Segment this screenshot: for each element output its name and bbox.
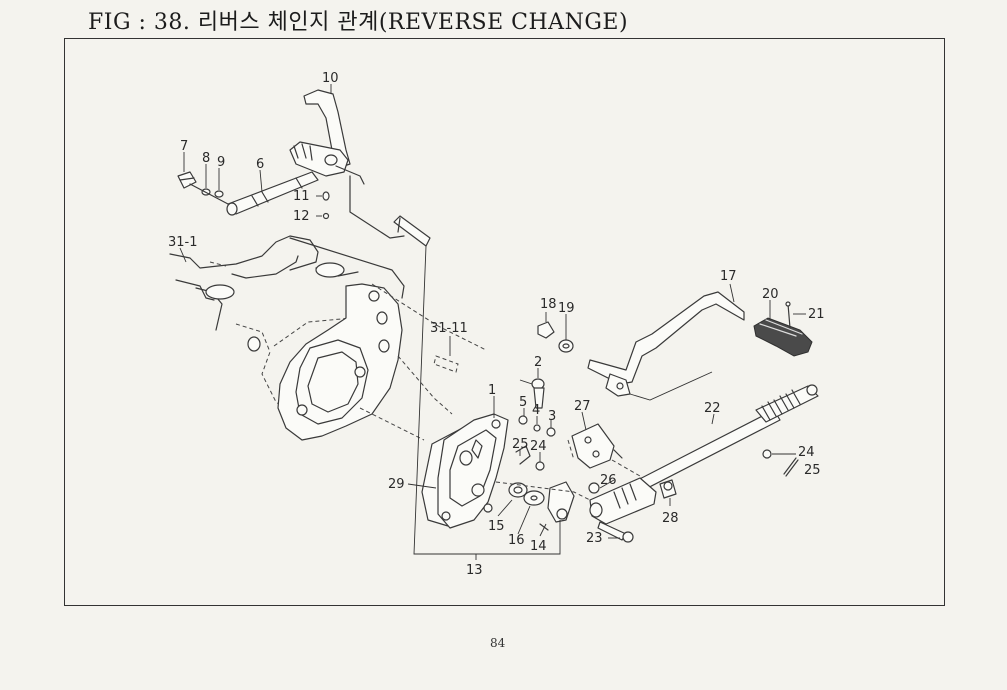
callout-22: 22 xyxy=(704,401,721,416)
part-6-shaft xyxy=(189,171,319,216)
part-20-pedal-pad xyxy=(753,317,813,357)
callout-27: 27 xyxy=(574,399,591,414)
part-19-washer xyxy=(558,339,574,353)
part-27-bracket xyxy=(571,423,623,469)
part-24-washer-lower xyxy=(762,449,772,459)
callout-17: 17 xyxy=(720,269,737,284)
leader-lines xyxy=(179,84,806,539)
assembly-bracket-13 xyxy=(413,245,561,560)
part-15-bushing xyxy=(508,482,528,498)
page-number: 84 xyxy=(490,636,506,650)
callout-labels: 10 7 8 9 6 11 12 31-1 31-11 18 19 17 20 … xyxy=(168,71,825,578)
callout-6: 6 xyxy=(256,157,264,172)
part-2-bolt xyxy=(519,378,545,409)
callout-25-lower: 25 xyxy=(804,463,821,478)
part-25-pin-lower xyxy=(783,457,799,477)
callout-2: 2 xyxy=(534,355,542,370)
callout-16: 16 xyxy=(508,533,525,548)
part-12-ball xyxy=(322,212,330,220)
callout-28: 28 xyxy=(662,511,679,526)
part-25-spring-upper xyxy=(515,445,531,465)
part-14-arm xyxy=(539,481,575,531)
callout-31-11: 31-11 xyxy=(430,321,468,336)
callout-12: 12 xyxy=(293,209,310,224)
callout-3: 3 xyxy=(548,409,556,424)
part-31-1-transmission-case xyxy=(169,235,405,441)
part-21-pin xyxy=(785,301,791,329)
part-10-shift-lever xyxy=(289,89,365,185)
part-1-cover xyxy=(437,413,509,529)
shift-pin xyxy=(349,175,431,247)
part-7-bolt xyxy=(177,171,197,189)
alignment-lines xyxy=(359,283,641,501)
callout-13: 13 xyxy=(466,563,483,578)
callout-4: 4 xyxy=(532,403,540,418)
part-17-rod xyxy=(587,291,745,401)
part-24-washer-upper xyxy=(535,461,545,471)
part-9-washer xyxy=(214,190,224,198)
part-18-nut xyxy=(537,321,555,339)
part-22-shift-rod xyxy=(625,384,819,497)
callout-20: 20 xyxy=(762,287,779,302)
part-31-11-dowel-pin xyxy=(433,355,459,373)
callout-1: 1 xyxy=(488,383,496,398)
callout-15: 15 xyxy=(488,519,505,534)
callout-21: 21 xyxy=(808,307,825,322)
diagram-frame xyxy=(64,38,945,606)
callout-10: 10 xyxy=(322,71,339,86)
callout-9: 9 xyxy=(217,155,225,170)
callout-7: 7 xyxy=(180,139,188,154)
callout-19: 19 xyxy=(558,301,575,316)
callout-24-lower: 24 xyxy=(798,445,815,460)
callout-29: 29 xyxy=(388,477,405,492)
callout-11: 11 xyxy=(293,189,310,204)
callout-8: 8 xyxy=(202,151,210,166)
callout-26: 26 xyxy=(600,473,617,488)
callout-25-upper: 25 xyxy=(512,437,529,452)
callout-23: 23 xyxy=(586,531,603,546)
callout-18: 18 xyxy=(540,297,557,312)
figure-title: FIG : 38. 리버스 체인지 관계(REVERSE CHANGE) xyxy=(88,10,629,35)
part-3-nut xyxy=(546,427,556,437)
part-11-spring xyxy=(322,191,330,201)
part-5-nut xyxy=(518,415,528,425)
callout-24-upper: 24 xyxy=(530,439,547,454)
callout-5: 5 xyxy=(519,395,527,410)
part-16-washer xyxy=(523,490,545,506)
part-26-nut xyxy=(588,482,600,494)
part-4-washer xyxy=(533,424,541,432)
callout-14: 14 xyxy=(530,539,547,554)
callout-31-1: 31-1 xyxy=(168,235,198,250)
part-23-bolt xyxy=(597,521,634,543)
part-28-fork-bolt xyxy=(589,477,677,525)
